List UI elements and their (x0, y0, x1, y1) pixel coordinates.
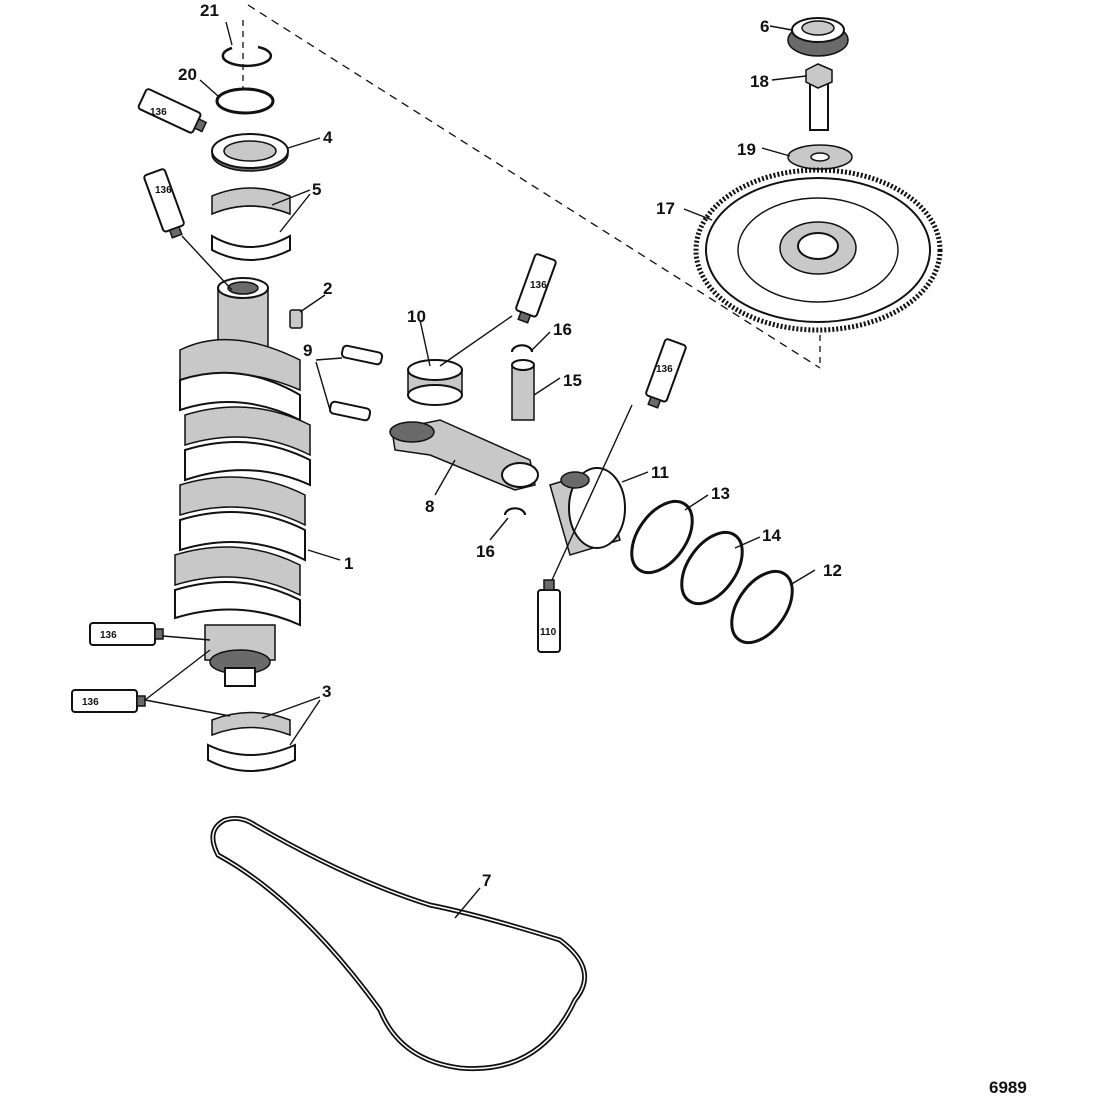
callout-21: 21 (200, 1, 219, 20)
lubricant-tube-6: 136 (71, 689, 146, 713)
callout-14: 14 (762, 526, 781, 545)
part-16-piston-pin-retainer-upper (510, 344, 534, 353)
callout-3: 3 (322, 682, 331, 701)
lubricant-tube-2-label: 136 (155, 185, 172, 196)
callout-8: 8 (425, 497, 434, 516)
alignment-guides (242, 4, 821, 369)
part-3-main-bearing-lower (207, 711, 296, 772)
callout-4: 4 (323, 128, 333, 147)
part-11-piston (549, 467, 626, 556)
lubricant-tube-2: 136 (143, 168, 185, 239)
lubricant-tube-1-label: 136 (150, 107, 167, 118)
part-16-piston-pin-retainer-lower (503, 507, 527, 516)
part-6-crankshaft-cap (787, 17, 849, 57)
callout-12: 12 (823, 561, 842, 580)
part-13-piston-ring (630, 499, 694, 575)
part-8-connecting-rod (389, 419, 539, 491)
part-15-piston-pin (511, 359, 535, 421)
part-9-rod-bolts (328, 344, 384, 422)
callout-15: 15 (563, 371, 582, 390)
callout-13: 13 (711, 484, 730, 503)
part-17-flywheel (693, 167, 943, 333)
callout-18: 18 (750, 72, 769, 91)
callout-7: 7 (482, 871, 491, 890)
callout-19: 19 (737, 140, 756, 159)
lubricant-tube-7: 110 (537, 579, 561, 653)
lubricant-tube-5: 136 (89, 622, 164, 646)
callout-2: 2 (323, 279, 332, 298)
part-10-rod-bearing (407, 359, 463, 406)
lubricant-tube-4-label: 136 (656, 364, 673, 375)
callout-6: 6 (760, 17, 769, 36)
lubricant-tube-6-label: 136 (82, 697, 99, 708)
leader-lines (144, 21, 816, 919)
part-19-washer (787, 144, 853, 170)
callout-11: 11 (651, 463, 669, 482)
part-21-snap-ring (221, 45, 273, 68)
part-14-piston-ring (680, 530, 744, 606)
callout-labels: 21 20 4 5 2 9 10 16 15 8 16 11 13 14 12 … (178, 1, 842, 890)
part-1-crankshaft (174, 277, 311, 687)
callout-9: 9 (303, 341, 312, 360)
callout-17: 17 (656, 199, 675, 218)
part-2-woodruff-key (289, 309, 303, 329)
lubricant-tube-1: 136 (137, 88, 208, 134)
part-20-o-ring (215, 87, 275, 115)
part-7-drive-belt (210, 815, 587, 1072)
figure-number: 6989 (989, 1078, 1027, 1097)
callout-16-upper: 16 (553, 320, 572, 339)
part-5-main-bearing-upper (211, 187, 291, 261)
lubricant-tube-3: 136 (515, 253, 557, 324)
lubricant-tube-7-label: 110 (540, 627, 557, 638)
callout-5: 5 (312, 180, 321, 199)
part-18-flywheel-bolt (805, 63, 833, 131)
callout-16-lower: 16 (476, 542, 495, 561)
lubricant-tube-5-label: 136 (100, 630, 117, 641)
callout-20: 20 (178, 65, 197, 84)
lubricant-tube-4: 136 (645, 338, 687, 409)
part-4-oil-seal (211, 133, 289, 172)
callout-10: 10 (407, 307, 426, 326)
callout-1: 1 (344, 554, 353, 573)
part-12-oil-ring (730, 569, 794, 645)
lubricant-tube-3-label: 136 (530, 280, 547, 291)
